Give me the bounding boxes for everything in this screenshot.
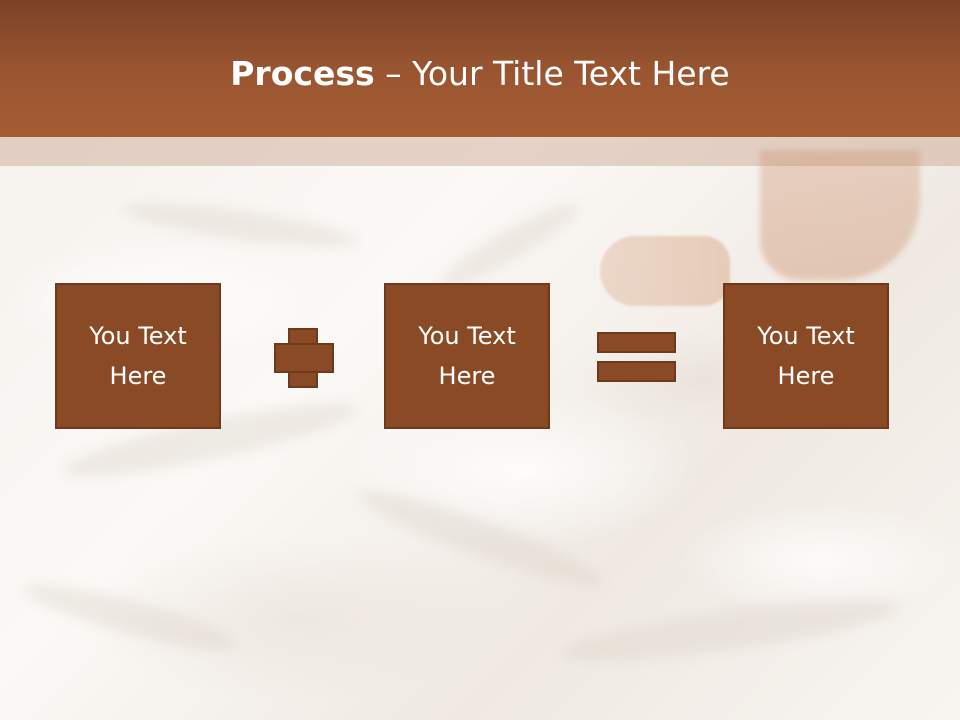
- header-strip: [0, 137, 960, 166]
- slide-title[interactable]: Process – Your Title Text Here: [0, 50, 960, 98]
- process-box-3[interactable]: You Text Here: [723, 283, 889, 429]
- shoulder-image: [760, 150, 920, 280]
- process-box-1-text: You Text Here: [89, 322, 187, 390]
- process-box-2[interactable]: You Text Here: [384, 283, 550, 429]
- title-rest: – Your Title Text Here: [374, 54, 730, 93]
- process-box-2-text: You Text Here: [418, 322, 516, 390]
- hand-image: [600, 236, 730, 306]
- header-band: [0, 0, 960, 137]
- process-box-3-text: You Text Here: [757, 322, 855, 390]
- title-bold: Process: [230, 54, 375, 93]
- process-box-1[interactable]: You Text Here: [55, 283, 221, 429]
